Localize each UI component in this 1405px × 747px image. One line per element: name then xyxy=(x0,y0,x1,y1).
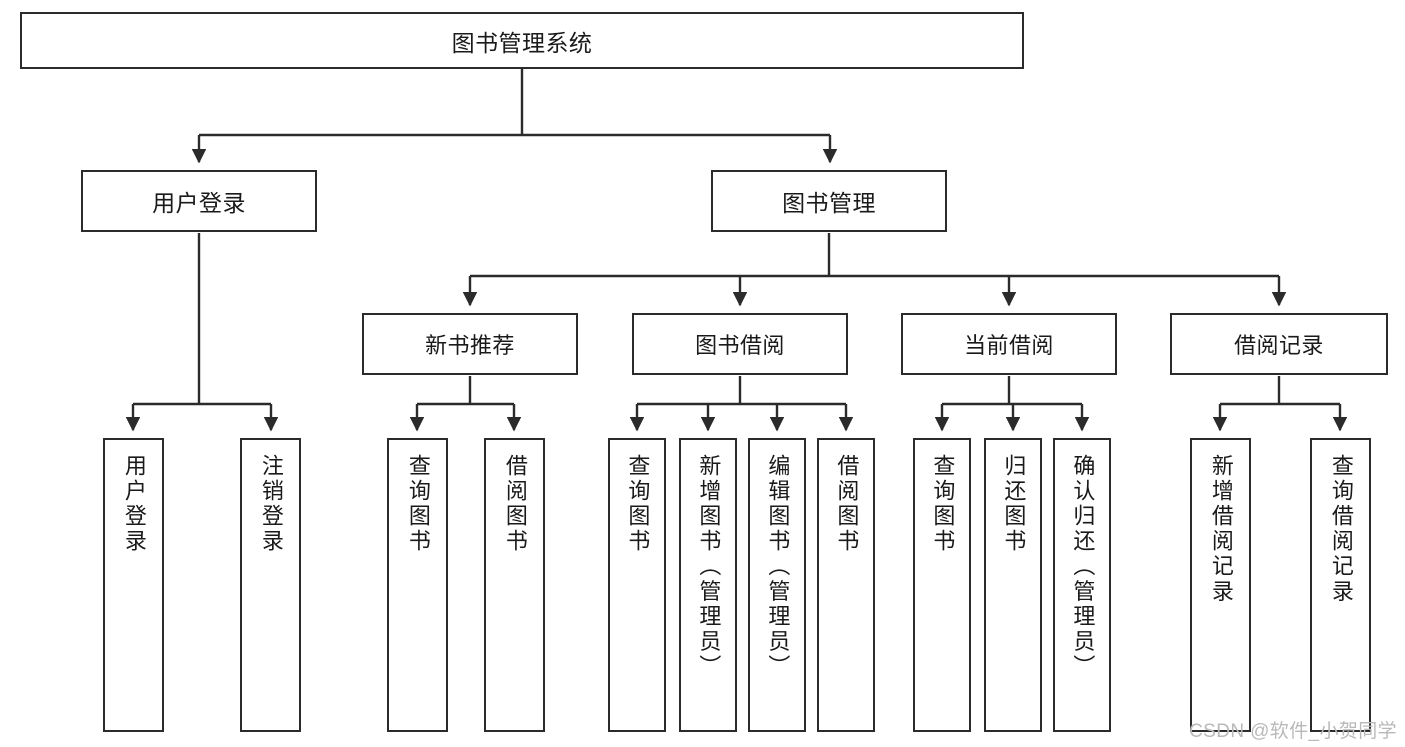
node-leaf-add-book-label: 新增图书（管理员） xyxy=(696,454,722,680)
node-borrow-record-label: 借阅记录 xyxy=(1234,333,1324,358)
node-leaf-confirm-return-label: 确认归还（管理员） xyxy=(1070,454,1096,680)
node-leaf-edit-book-label: 编辑图书（管理员） xyxy=(765,454,791,680)
node-new-book-recommend[interactable]: 新书推荐 xyxy=(362,313,578,375)
node-current-borrow-label: 当前借阅 xyxy=(964,333,1054,358)
node-leaf-confirm-return[interactable]: 确认归还（管理员） xyxy=(1053,438,1111,732)
watermark: CSDN @软件_小贺同学 xyxy=(1189,721,1397,742)
node-leaf-return-book-label: 归还图书 xyxy=(1001,454,1027,555)
node-book-management[interactable]: 图书管理 xyxy=(711,170,947,232)
node-leaf-borrow-book-2[interactable]: 借阅图书 xyxy=(817,438,875,732)
node-leaf-query-book-1-label: 查询图书 xyxy=(405,454,431,555)
node-leaf-query-book-2[interactable]: 查询图书 xyxy=(608,438,666,732)
node-leaf-add-record-label: 新增借阅记录 xyxy=(1208,454,1234,605)
node-leaf-user-login[interactable]: 用户登录 xyxy=(103,438,164,732)
node-user-login[interactable]: 用户登录 xyxy=(81,170,317,232)
node-leaf-query-book-1[interactable]: 查询图书 xyxy=(387,438,448,732)
node-root-label: 图书管理系统 xyxy=(451,29,593,56)
node-book-borrow-label: 图书借阅 xyxy=(695,333,785,358)
node-book-management-label: 图书管理 xyxy=(782,190,876,216)
node-leaf-add-record[interactable]: 新增借阅记录 xyxy=(1190,438,1251,732)
node-new-book-recommend-label: 新书推荐 xyxy=(425,333,515,358)
node-book-borrow[interactable]: 图书借阅 xyxy=(632,313,848,375)
node-leaf-query-book-2-label: 查询图书 xyxy=(625,454,651,555)
node-root[interactable]: 图书管理系统 xyxy=(20,12,1024,69)
node-leaf-borrow-book-1-label: 借阅图书 xyxy=(502,454,528,555)
node-user-login-label: 用户登录 xyxy=(152,190,246,216)
node-leaf-user-login-label: 用户登录 xyxy=(121,454,147,555)
node-leaf-edit-book[interactable]: 编辑图书（管理员） xyxy=(748,438,806,732)
node-leaf-add-book[interactable]: 新增图书（管理员） xyxy=(679,438,737,732)
node-leaf-borrow-book-2-label: 借阅图书 xyxy=(834,454,860,555)
node-leaf-borrow-book-1[interactable]: 借阅图书 xyxy=(484,438,545,732)
node-borrow-record[interactable]: 借阅记录 xyxy=(1170,313,1388,375)
node-leaf-query-record-label: 查询借阅记录 xyxy=(1328,454,1354,605)
node-leaf-query-book-3[interactable]: 查询图书 xyxy=(913,438,971,732)
node-leaf-return-book[interactable]: 归还图书 xyxy=(984,438,1042,732)
node-leaf-query-book-3-label: 查询图书 xyxy=(930,454,956,555)
node-leaf-logout-label: 注销登录 xyxy=(258,454,284,555)
node-current-borrow[interactable]: 当前借阅 xyxy=(901,313,1117,375)
node-leaf-query-record[interactable]: 查询借阅记录 xyxy=(1310,438,1371,732)
node-leaf-logout[interactable]: 注销登录 xyxy=(240,438,301,732)
